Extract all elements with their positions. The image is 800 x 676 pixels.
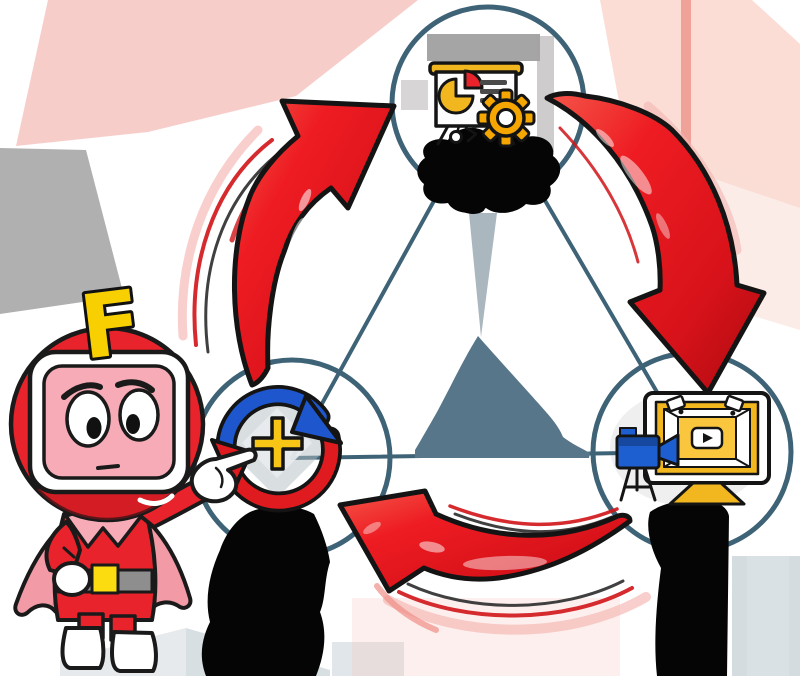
arrow-gloss bbox=[463, 555, 547, 571]
sync-blue-arrowhead bbox=[290, 394, 343, 445]
speedline bbox=[406, 579, 625, 607]
light-mount bbox=[678, 409, 684, 415]
light-head bbox=[665, 394, 686, 413]
video-production-icon bbox=[615, 391, 771, 506]
arrow-body bbox=[337, 488, 633, 594]
arrow-gloss bbox=[282, 278, 292, 306]
speedline bbox=[177, 125, 263, 341]
arrow-gloss bbox=[363, 521, 381, 535]
gear-hub bbox=[496, 108, 516, 128]
tripod bbox=[619, 466, 657, 502]
arrow-gloss bbox=[298, 188, 312, 212]
artifact-gray-patch-top-icon bbox=[401, 80, 428, 110]
arrow-gloss bbox=[287, 217, 307, 269]
monitor-pedestal bbox=[668, 481, 746, 506]
board-leg bbox=[436, 124, 450, 146]
mascot-boot-right bbox=[110, 630, 158, 673]
arrow-gloss bbox=[656, 213, 670, 239]
arrow-gloss bbox=[419, 541, 445, 553]
pie-chart bbox=[437, 77, 475, 115]
artifact-slate-spike bbox=[469, 213, 497, 337]
redacted-labels bbox=[201, 126, 729, 676]
mascot-eye-right bbox=[118, 388, 160, 442]
mascot-letter: F bbox=[75, 270, 147, 380]
video-camera-icon bbox=[615, 427, 680, 502]
arrow-body bbox=[231, 98, 397, 388]
arrow-gloss bbox=[620, 155, 652, 195]
perspective-line bbox=[663, 408, 679, 418]
artifact-pink-columns-bottom bbox=[352, 598, 620, 676]
mascot-boot-left bbox=[60, 626, 106, 670]
speedline bbox=[558, 126, 640, 264]
pendant-zigzag bbox=[464, 126, 478, 143]
cycle-arrow-left bbox=[337, 488, 651, 635]
arrow-gloss bbox=[596, 129, 614, 147]
light-head bbox=[724, 394, 745, 413]
artifact-gray-wedge-left bbox=[0, 148, 124, 314]
mascot-pointing-hand bbox=[189, 447, 258, 504]
mascot-fist bbox=[52, 561, 92, 597]
mascot-eyebrow-left bbox=[61, 382, 103, 400]
gear-icon bbox=[476, 88, 536, 148]
artifact-gray-column-bottomright-inner bbox=[747, 556, 789, 676]
light-mount bbox=[730, 410, 736, 416]
speedline bbox=[448, 504, 619, 527]
redacted-label-top-bump bbox=[495, 200, 515, 212]
speedline bbox=[374, 583, 439, 633]
mascot-head: F bbox=[8, 267, 206, 523]
redacted-label-bottom-left bbox=[201, 506, 330, 676]
redacted-center-text-blob bbox=[415, 336, 590, 458]
mascot-eyebrow-right bbox=[115, 379, 155, 393]
artifact-pink-wedge-topleft bbox=[16, 0, 418, 146]
mascot-elbow-crease bbox=[62, 546, 76, 559]
mascot-finger-crease bbox=[214, 466, 224, 489]
mascot-chin-highlight bbox=[137, 493, 175, 506]
camera-top-stripe bbox=[619, 438, 657, 446]
redacted-label-top-bump bbox=[461, 202, 485, 214]
artifact-gray-band-top-icon bbox=[427, 34, 540, 61]
pie-slice-red bbox=[463, 69, 484, 90]
artifact-pink-field-topright bbox=[600, 0, 800, 208]
board-text-line bbox=[480, 80, 507, 85]
arrow-body bbox=[544, 91, 767, 396]
mascot-eye-left bbox=[65, 390, 111, 448]
cycle-arrow-down bbox=[544, 91, 767, 396]
speedline bbox=[383, 592, 651, 635]
pendant-dot bbox=[449, 130, 463, 144]
studio-light-right-icon bbox=[724, 394, 745, 416]
speedline bbox=[204, 148, 285, 354]
plus-icon bbox=[251, 416, 304, 471]
redacted-label-bottom-right bbox=[648, 501, 729, 676]
mascot-pupil-left bbox=[86, 417, 102, 439]
presentation-analytics-icon bbox=[428, 61, 536, 148]
mascot-belt-buckle bbox=[90, 563, 120, 595]
artifact-slate-patch-bottom bbox=[332, 642, 404, 676]
perspective-line bbox=[735, 458, 751, 468]
mascot-mouth bbox=[96, 464, 120, 470]
play-triangle-icon bbox=[703, 433, 713, 443]
cycle-arrow-up bbox=[177, 98, 397, 388]
mascot-pupil-right bbox=[126, 414, 140, 434]
artifact-gray-column-top-icon bbox=[537, 36, 554, 152]
arrow-gloss bbox=[556, 560, 588, 572]
studio-light-left-icon bbox=[665, 394, 686, 415]
speedline bbox=[192, 138, 274, 347]
speedline bbox=[397, 586, 634, 618]
mascot: F bbox=[8, 267, 258, 673]
perspective-line bbox=[735, 408, 751, 418]
redacted-label-top bbox=[417, 126, 561, 213]
